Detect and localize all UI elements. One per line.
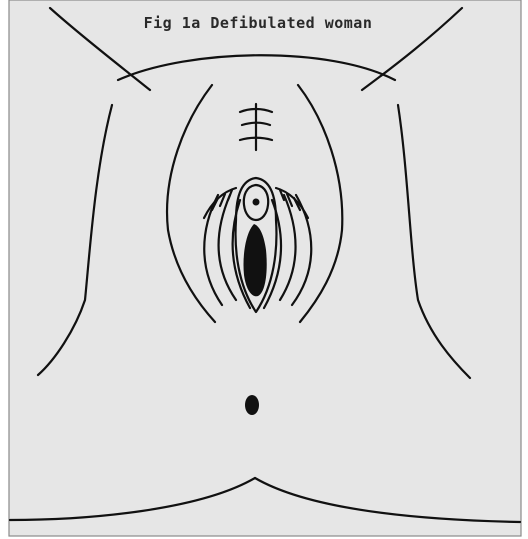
figure-caption: Fig 1a Defibulated woman: [0, 14, 522, 32]
clitoris-dot: [253, 199, 260, 206]
anus: [245, 395, 259, 415]
